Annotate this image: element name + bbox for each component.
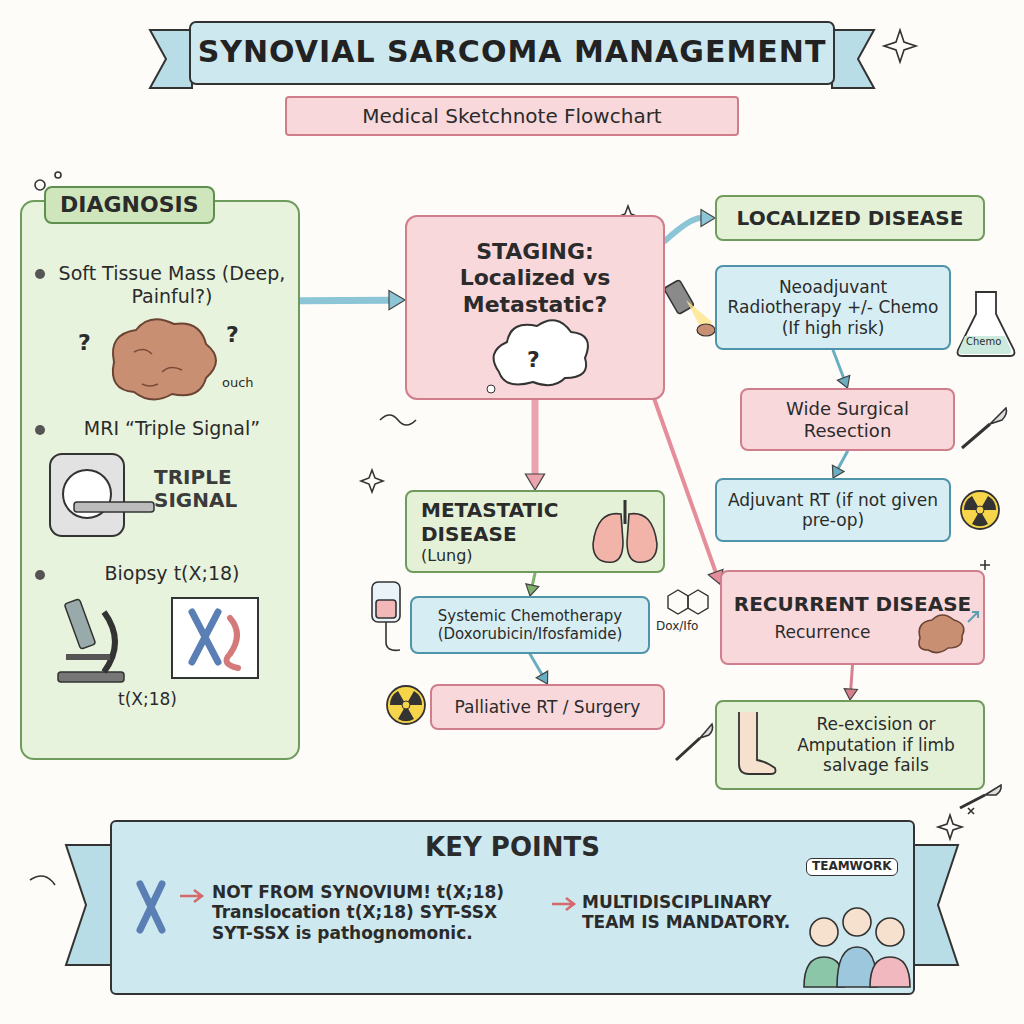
ribbon-tail — [832, 30, 874, 88]
connector-arrow — [300, 291, 405, 310]
process-box: Neoadjuvant Radiotherapy +/- Chemo (If h… — [715, 265, 951, 350]
section-header: LOCALIZED DISEASE — [715, 195, 985, 241]
ribbon-tail — [66, 845, 114, 965]
node-text: Soft Tissue Mass (Deep, Painful?) — [54, 262, 290, 308]
connector-line — [838, 451, 847, 468]
connector-line — [833, 350, 844, 378]
arrowhead — [536, 671, 547, 684]
radiation-beam-icon — [664, 280, 715, 336]
connector-arrow — [833, 350, 850, 388]
arrowhead — [832, 465, 844, 478]
process-box: Adjuvant RT (if not given pre-op) — [715, 478, 951, 542]
exclamation-note: ouch — [222, 376, 254, 391]
connector-line — [851, 665, 853, 689]
node-text: Wide Surgical Resection — [752, 398, 943, 441]
node-text: Neoadjuvant Radiotherapy +/- Chemo (If h… — [727, 277, 939, 338]
scalpel-icon — [676, 724, 713, 760]
arrowhead — [526, 584, 539, 596]
process-box: Wide Surgical Resection — [740, 388, 955, 451]
connector-arrow — [526, 573, 539, 596]
connector-arrow — [665, 210, 715, 241]
connector-arrow — [525, 400, 544, 490]
process-box: Re-excision or Amputation if limb salvag… — [715, 700, 985, 790]
flask-icon — [958, 292, 1015, 356]
question-mark: ? — [527, 347, 540, 372]
node-text: LOCALIZED DISEASE — [737, 206, 964, 230]
node-text: NOT FROM SYNOVIUM! t(X;18) Translocation… — [212, 882, 542, 943]
drug-label: Dox/Ifo — [656, 620, 698, 634]
question-mark: ? — [226, 322, 239, 347]
connector-arrow — [844, 665, 857, 700]
node-heading: KEY POINTS — [112, 832, 913, 863]
iv-bag-icon — [372, 582, 400, 650]
arrowhead — [701, 210, 715, 227]
molecule-icon — [668, 590, 708, 614]
node-text: Adjuvant RT (if not given pre-op) — [727, 490, 939, 531]
node-text: MULTIDISCIPLINARY TEAM IS MANDATORY. — [582, 892, 800, 933]
connector-line — [300, 297, 389, 305]
node-text: STAGING: Localized vs Metastatic? — [419, 239, 651, 318]
karyotype-label: t(X;18) — [118, 690, 177, 710]
node-heading: RECURRENT DISEASE — [734, 592, 971, 616]
process-box: Palliative RT / Surgery — [430, 684, 665, 730]
radiation-symbol — [387, 686, 425, 724]
ribbon-tail — [150, 30, 192, 88]
arrowhead — [844, 689, 857, 700]
arrowhead — [389, 291, 405, 310]
arrowhead — [525, 474, 544, 490]
subtitle-box: Medical Sketchnote Flowchart — [285, 96, 739, 136]
connector-line — [532, 400, 539, 474]
node-text: Re-excision or Amputation if limb salvag… — [779, 714, 973, 775]
node-text: (Lung) — [421, 546, 473, 565]
node-text: Biopsy t(X;18) — [54, 562, 290, 585]
scalpel-icon — [962, 408, 1007, 448]
node-text: Palliative RT / Surgery — [455, 697, 641, 717]
arrowhead — [837, 375, 849, 388]
node-heading: DIAGNOSIS — [44, 186, 215, 224]
node-text: Medical Sketchnote Flowchart — [362, 104, 661, 128]
connector-line — [530, 654, 542, 674]
staging-box: STAGING: Localized vs Metastatic? — [405, 215, 665, 400]
ribbon-tail — [910, 845, 958, 965]
node-heading: METASTATIC DISEASE — [421, 498, 593, 546]
connector-arrow — [530, 654, 548, 684]
process-box: Systemic Chemotherapy (Doxorubicin/Ifosf… — [410, 596, 650, 654]
badge-label: TEAMWORK — [806, 858, 898, 876]
radiation-symbol — [961, 491, 999, 529]
node-text: Systemic Chemotherapy (Doxorubicin/Ifosf… — [420, 607, 640, 643]
recurrence-blob — [722, 572, 987, 667]
section-box: RECURRENT DISEASE Recurrence — [720, 570, 985, 665]
connector-line — [532, 573, 535, 585]
node-text: Recurrence — [775, 622, 871, 642]
node-text: MRI “Triple Signal” — [54, 417, 290, 440]
title-text: SYNOVIAL SARCOMA MANAGEMENT — [190, 34, 834, 69]
key-points-banner: KEY POINTS NOT FROM SYNOVIUM! t(X;18) Tra… — [110, 820, 915, 995]
connector-arrow — [832, 451, 847, 478]
question-mark: ? — [78, 330, 91, 355]
title-ribbon — [190, 22, 834, 84]
section-box: METASTATIC DISEASE(Lung) — [405, 490, 665, 573]
connector-line — [665, 218, 701, 241]
flask-label: Chemo — [966, 336, 1001, 348]
mri-caption: TRIPLE SIGNAL — [154, 466, 264, 512]
